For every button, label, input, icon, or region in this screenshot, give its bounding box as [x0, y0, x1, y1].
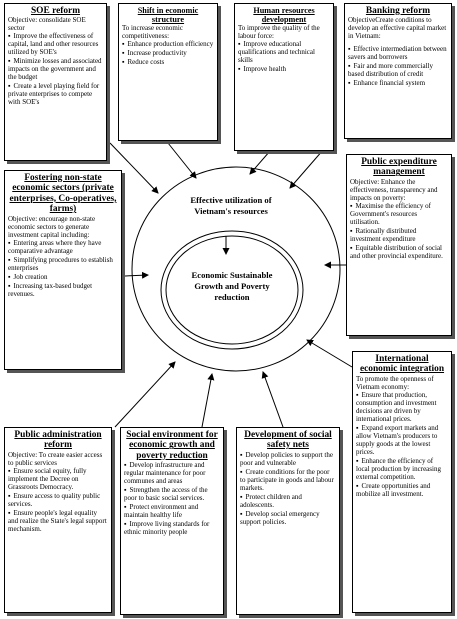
box-objective: Objective: Enhance the effectiveness, tr…	[350, 177, 438, 202]
bullet-item: ▪Improve the effectiveness of capital, l…	[8, 32, 99, 57]
public-expenditure-box: Public expenditure management Objective:…	[346, 154, 452, 336]
box-objective: ObjectiveCreate conditions to develop an…	[348, 16, 447, 41]
arrow-social	[201, 373, 215, 428]
box-title: Public expenditure management	[361, 157, 437, 178]
box-objective: To increase economic competitiveness:	[122, 24, 183, 41]
outer-ellipse-label: Effective utilization of Vietnam's resou…	[190, 195, 272, 216]
bullet-list: ▪Maximise the efficiency of Government's…	[350, 202, 448, 260]
bullet-item: ▪Increasing tax-based budget revenues.	[8, 281, 93, 298]
soe-reform-box: SOE reform Objective: consolidate SOE se…	[4, 3, 107, 161]
bullet-list: ▪Improve educational qualifications and …	[238, 40, 330, 73]
box-title: Development of social safety nets	[244, 430, 332, 451]
box-objective: To improve the quality of the labour for…	[238, 24, 320, 41]
non-state-sectors-box: Fostering non-state economic sectors (pr…	[4, 170, 122, 370]
bullet-item: ▪Fair and more commercially based distri…	[348, 62, 433, 79]
box-title: International economic integration	[359, 354, 445, 375]
bullet-item: ▪Improve living standards for ethnic min…	[124, 520, 210, 537]
box-title: Shift in economic structure	[137, 6, 199, 25]
economic-structure-box: Shift in economic structure To increase …	[118, 3, 218, 141]
bullet-item: ▪Ensure that production, consumption and…	[356, 390, 437, 423]
bullet-item: ▪Entering areas where they have comparat…	[8, 238, 102, 255]
bullet-item: ▪Enhance production efficiency	[122, 40, 214, 49]
international-integration-box: International economic integration To pr…	[352, 351, 452, 613]
box-objective: Objective: consolidate SOE sector	[8, 16, 86, 33]
bullet-item: ▪Create opportunities and mobilize all i…	[356, 481, 431, 498]
arrow-hr	[249, 150, 271, 175]
bullet-item: ▪Job creation	[8, 272, 48, 281]
public-administration-box: Public administration reform Objective: …	[4, 427, 112, 613]
bullet-list: ▪Develop policies to support the poor an…	[240, 451, 336, 526]
bullet-item: ▪Improve educational qualifications and …	[238, 40, 315, 65]
box-title: Human resources development	[253, 6, 315, 25]
bullet-item: ▪Minimize losses and associated impacts …	[8, 57, 102, 82]
social-environment-box: Social environment for economic growth a…	[120, 427, 224, 615]
bullet-list: ▪Ensure social equity, fully implement t…	[8, 467, 108, 533]
bullet-item: ▪Simplifying procedures to establish ent…	[8, 255, 113, 272]
bullet-item: ▪Rationally distributed investment expen…	[350, 226, 417, 243]
bullet-item: ▪Increase productivity	[122, 49, 187, 58]
bullet-item: ▪Develop infrastructure and regular main…	[124, 461, 206, 486]
arrow-shift	[167, 142, 197, 179]
bullet-list: ▪Improve the effectiveness of capital, l…	[8, 32, 103, 106]
human-resources-box: Human resources development To improve t…	[234, 3, 334, 151]
bullet-item: ▪Create conditions for the poor to parti…	[240, 467, 334, 492]
inner-ellipse-label: Economic Sustainable Growth and Poverty …	[191, 270, 273, 302]
box-title: Public administration reform	[14, 430, 102, 451]
box-objective: To promote the openness of Vietnam econo…	[356, 374, 434, 391]
banking-reform-box: Banking reform ObjectiveCreate condition…	[344, 3, 452, 139]
bullet-item: ▪Reduce costs	[122, 58, 165, 67]
bullet-list: ▪Effective intermediation between savers…	[348, 45, 448, 87]
arrow-soe	[109, 142, 159, 194]
bullet-item: ▪Enhance financial system	[348, 79, 426, 88]
bullet-item: ▪Protect children and adolescents.	[240, 492, 302, 509]
bullet-list: ▪Ensure that production, consumption and…	[356, 391, 448, 498]
social-safety-nets-box: Development of social safety nets ▪Devel…	[236, 427, 340, 615]
box-title: Banking reform	[365, 6, 431, 16]
box-title: SOE reform	[30, 6, 81, 16]
bullet-list: ▪Develop infrastructure and regular main…	[124, 461, 220, 536]
bullet-item: ▪Protect environment and maintain health…	[124, 503, 199, 520]
arrow-pubadmin	[114, 361, 176, 428]
box-title: Social environment for economic growth a…	[126, 430, 218, 461]
bullet-item: ▪Ensure social equity, fully implement t…	[8, 466, 87, 491]
bullet-item: ▪Ensure access to quality public service…	[8, 491, 101, 508]
bullet-list: ▪Entering areas where they have comparat…	[8, 239, 118, 298]
bullet-item: ▪Create a level playing field for privat…	[8, 82, 100, 107]
bullet-item: ▪Equitable distribution of social and ot…	[350, 243, 443, 260]
box-objective: Objective: encourage non-state economic …	[8, 214, 96, 239]
bullet-item: ▪Enhance the efficiency of local product…	[356, 456, 441, 481]
outer-ellipse	[131, 166, 341, 372]
bullet-item: ▪Improve health	[238, 65, 287, 74]
bullet-item: ▪Expand export markets and allow Vietnam…	[356, 423, 439, 456]
bullet-item: ▪Ensure people's legal equality and real…	[8, 508, 107, 533]
box-objective: Objective: To create easier access to pu…	[8, 450, 103, 467]
bullet-list: ▪Enhance production efficiency ▪Increase…	[122, 40, 214, 66]
arrow-nonstate	[124, 271, 149, 279]
bullet-item: ▪Develop policies to support the poor an…	[240, 450, 333, 467]
box-title: Fostering non-state economic sectors (pr…	[9, 173, 117, 215]
inner-ellipse-inner-ring	[165, 235, 299, 345]
arrow-safety	[261, 371, 284, 428]
inner-ellipse-outer-ring	[160, 230, 304, 350]
bullet-item: ▪Effective intermediation between savers…	[348, 45, 447, 62]
bullet-item: ▪Strengthen the access of the poor to ba…	[124, 486, 208, 503]
arrow-intl	[306, 339, 353, 368]
bullet-item: ▪Develop social emergency support polici…	[240, 509, 320, 526]
bullet-item: ▪Maximise the efficiency of Government's…	[350, 201, 431, 226]
